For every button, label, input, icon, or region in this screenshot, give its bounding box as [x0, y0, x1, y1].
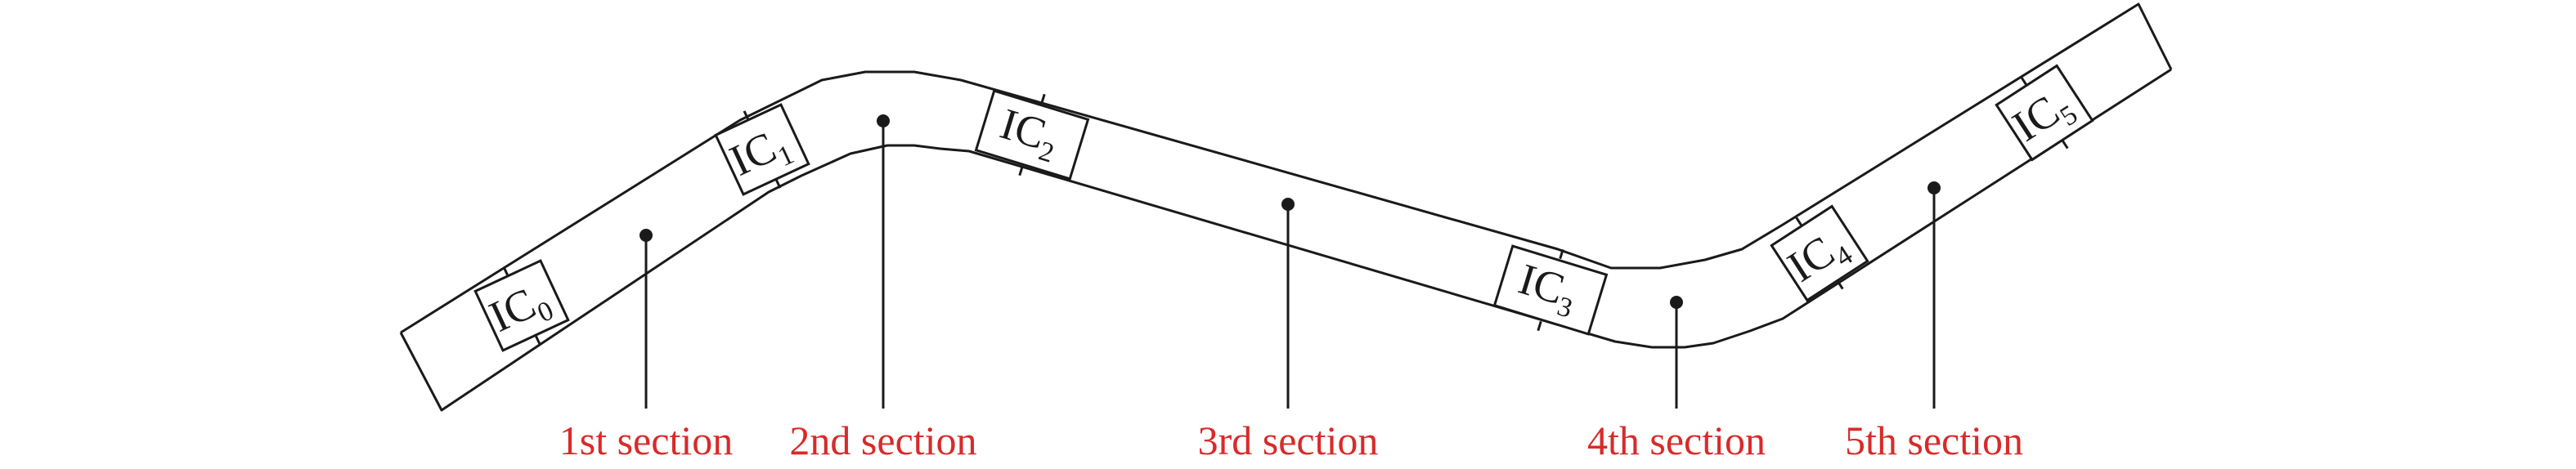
ic-chip-5: IC5	[1995, 64, 2094, 162]
section-label-5: 5th section	[1845, 418, 2023, 463]
strip-upper-edge	[400, 2, 2173, 334]
ic-chip-1-pin-bottom	[774, 178, 782, 189]
ic-chip-3-body	[1492, 244, 1609, 336]
ic-chip-4-pin-top	[1795, 217, 1803, 227]
ic-chip-5-body	[1995, 64, 2094, 162]
ic-chip-0-pin-top	[502, 266, 509, 277]
ic-chip-0: IC0	[473, 259, 570, 352]
ic-chip-2-pin-top	[1040, 93, 1046, 105]
ic-chip-4-pin-bottom	[1836, 279, 1844, 290]
ic-chip-1: IC1	[714, 103, 810, 196]
ic-chip-0-body	[473, 259, 570, 352]
ic-chip-5-pin-top	[2020, 76, 2028, 87]
flex-strip	[399, 2, 2173, 412]
ic-chip-3: IC3	[1492, 244, 1609, 336]
ic-chip-5-pin-bottom	[2061, 139, 2069, 150]
ic-chip-3-pin-top	[1559, 248, 1564, 260]
section-label-4: 4th section	[1587, 418, 1766, 463]
ic-chip-2-body	[974, 89, 1090, 181]
section-label-3: 3rd section	[1198, 418, 1379, 463]
ic-chip-4-body	[1770, 204, 1869, 302]
ic-chip-1-body	[714, 103, 810, 196]
ic-chip-2: IC2	[974, 89, 1090, 181]
ic-chip-0-pin-bottom	[534, 334, 541, 345]
strip-lower-edge	[399, 68, 2172, 412]
section-labels: 1st section 2nd section 3rd section 4th …	[559, 418, 2023, 463]
section-label-2: 2nd section	[789, 418, 976, 463]
ic-chip-3-pin-bottom	[1537, 320, 1542, 332]
section-label-1: 1st section	[559, 418, 733, 463]
ic-chip-1-pin-top	[743, 110, 750, 121]
ic-chip-2-pin-bottom	[1018, 165, 1024, 176]
section-markers	[640, 114, 1941, 409]
ic-chip-4: IC4	[1770, 204, 1869, 302]
